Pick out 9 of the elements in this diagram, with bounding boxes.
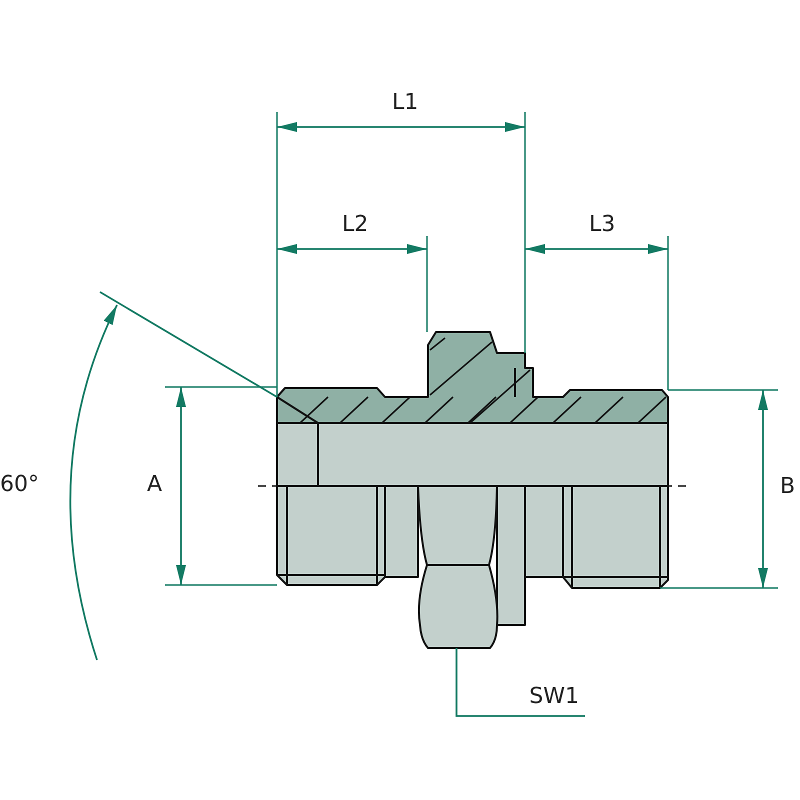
- dimension-label: A: [147, 474, 162, 496]
- dimension-label: L1: [392, 92, 418, 114]
- leader-line: [456, 648, 585, 717]
- dimension-label: B: [780, 476, 796, 498]
- part-label: SW1: [529, 686, 580, 708]
- hex-nut-drawing: [417, 485, 498, 649]
- dimension-label: 60°: [0, 474, 39, 496]
- dimension-label: L2: [342, 214, 368, 236]
- dimension-label: L3: [589, 214, 616, 236]
